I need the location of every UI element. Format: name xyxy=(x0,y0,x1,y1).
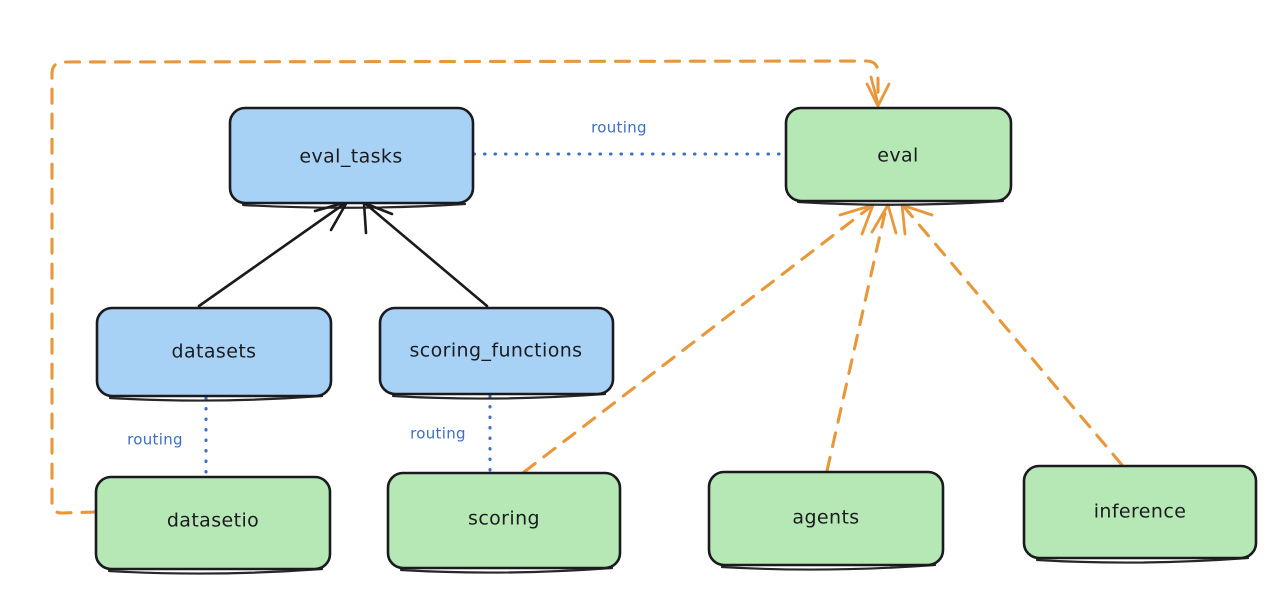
edge-datasetio-eval-arrowhead xyxy=(865,82,891,108)
node-scoring[interactable]: scoring xyxy=(386,471,622,574)
node-eval_tasks-shadow xyxy=(241,202,467,209)
edge-datasetio-eval-arrowhead-inner xyxy=(869,75,880,106)
edge-scoring-eval-line xyxy=(522,206,871,474)
edge-inference-eval[interactable] xyxy=(900,203,1124,467)
node-scoring_functions[interactable]: scoring_functions xyxy=(378,306,615,400)
node-eval_tasks-label: eval_tasks xyxy=(299,146,402,168)
node-scoring_functions-shadow xyxy=(391,392,607,400)
node-datasets-label: datasets xyxy=(172,341,257,363)
node-eval[interactable]: eval xyxy=(784,106,1013,206)
edge-agents-eval[interactable] xyxy=(825,203,898,473)
node-datasetio-label: datasetio xyxy=(167,510,259,532)
node-eval-rect xyxy=(784,106,1013,203)
nodes-group: eval_tasks eval datasets scoring_functio… xyxy=(94,106,1258,575)
edge-datasetio-eval[interactable] xyxy=(50,59,891,515)
node-scoring_functions-label: scoring_functions xyxy=(410,340,583,362)
node-inference-shadow xyxy=(1035,556,1250,564)
node-inference-label: inference xyxy=(1094,501,1187,523)
edge-datasets-eval_tasks[interactable] xyxy=(197,200,349,308)
edge-inference-eval-line xyxy=(903,206,1124,467)
node-eval_tasks[interactable]: eval_tasks xyxy=(228,106,475,209)
node-agents-label: agents xyxy=(792,507,859,529)
edge-scoring_functions-eval_tasks-line xyxy=(365,203,489,308)
edge-datasetio-eval-line xyxy=(50,59,880,515)
edge-datasets-eval_tasks-line xyxy=(197,202,346,308)
edge-labels-group: routing routing routing xyxy=(127,119,647,449)
node-datasets-shadow xyxy=(108,394,324,402)
edge-agents-eval-line xyxy=(825,206,888,473)
node-agents[interactable]: agents xyxy=(707,470,945,571)
edge-scoring_functions-eval_tasks[interactable] xyxy=(362,201,489,308)
node-eval-shadow xyxy=(796,199,1005,206)
node-scoring-label: scoring xyxy=(468,508,540,530)
node-eval-label: eval xyxy=(877,145,918,167)
edge-label-routing-scoring: routing xyxy=(410,425,466,443)
edge-label-routing-eval: routing xyxy=(591,119,647,137)
solid-edges-group xyxy=(197,200,489,308)
node-datasetio-shadow xyxy=(107,567,324,575)
node-scoring-shadow xyxy=(399,566,614,574)
node-datasetio[interactable]: datasetio xyxy=(94,475,332,575)
node-scoring_functions-rect xyxy=(378,306,615,396)
node-eval_tasks-rect xyxy=(228,106,475,205)
node-inference-rect xyxy=(1022,464,1258,560)
edge-label-routing-datasetio: routing xyxy=(127,431,183,449)
routing-edges-group xyxy=(204,152,786,479)
node-datasetio-rect xyxy=(94,475,332,571)
node-agents-shadow xyxy=(720,563,937,571)
node-inference[interactable]: inference xyxy=(1022,464,1258,564)
node-datasets-rect xyxy=(95,306,333,398)
node-datasets[interactable]: datasets xyxy=(95,306,333,402)
node-agents-rect xyxy=(707,470,945,567)
node-scoring-rect xyxy=(386,471,622,570)
